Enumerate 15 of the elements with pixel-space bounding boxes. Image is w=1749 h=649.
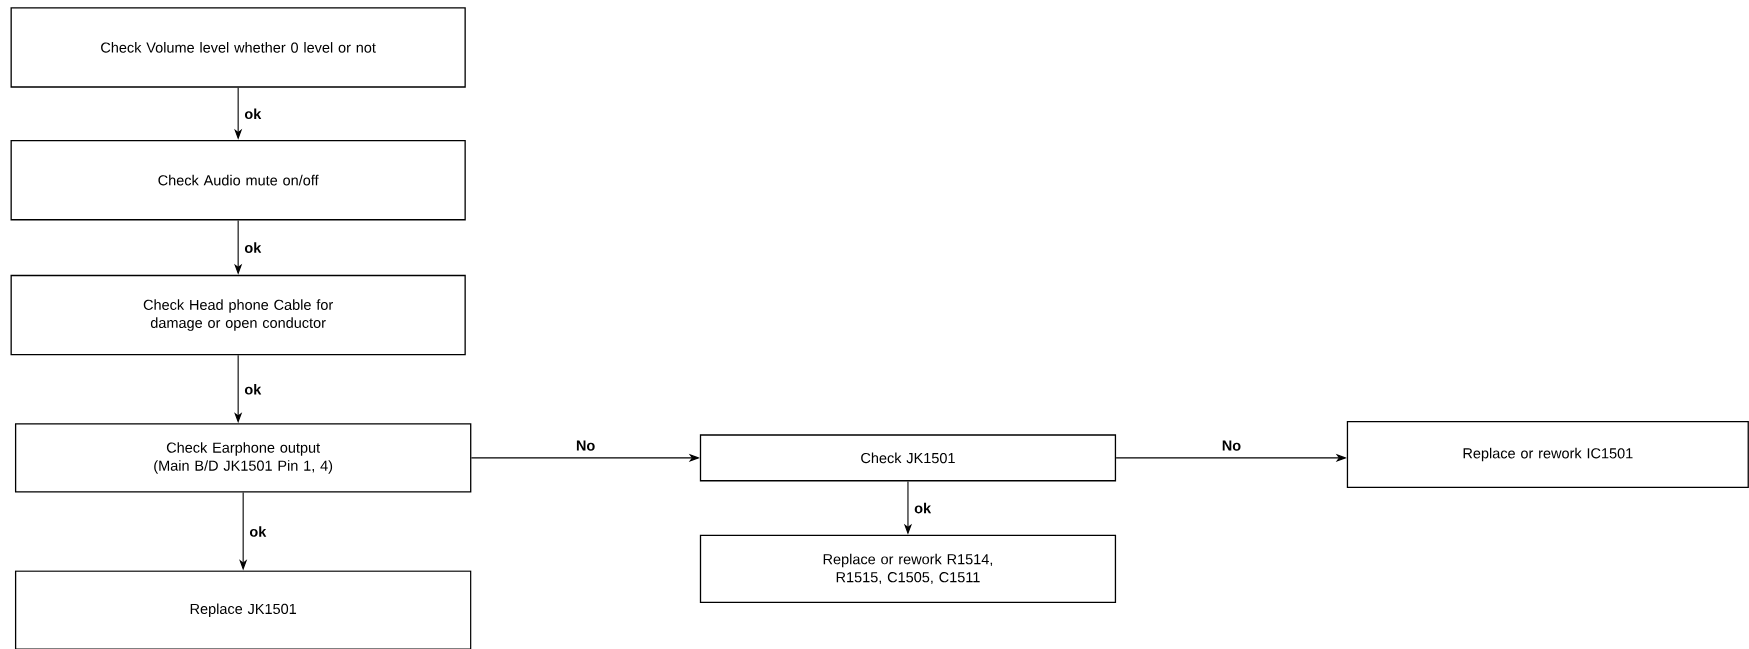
process-box: Check Audio mute on/off [10,139,466,221]
edge-label: ok [243,241,263,254]
process-box: Replace or rework R1514, R1515, C1505, C1511 [699,534,1117,603]
process-box: Check JK1501 [699,434,1117,482]
edge-label: ok [913,501,933,515]
edge-label: No [1220,439,1243,452]
process-box: Replace or rework IC1501 [1346,421,1749,489]
process-box: Replace JK1501 [14,570,472,649]
edge-label: No [574,439,597,452]
process-box: Check Head phone Cable for damage or open conductor [10,274,466,356]
edge-label: ok [248,525,268,538]
process-box: Check Volume level whether 0 level or not [10,7,466,88]
process-box: Check Earphone output (Main B/D JK1501 Pin 1, 4) [14,423,472,493]
edge-label: ok [243,107,263,121]
edge-label: ok [243,382,263,396]
